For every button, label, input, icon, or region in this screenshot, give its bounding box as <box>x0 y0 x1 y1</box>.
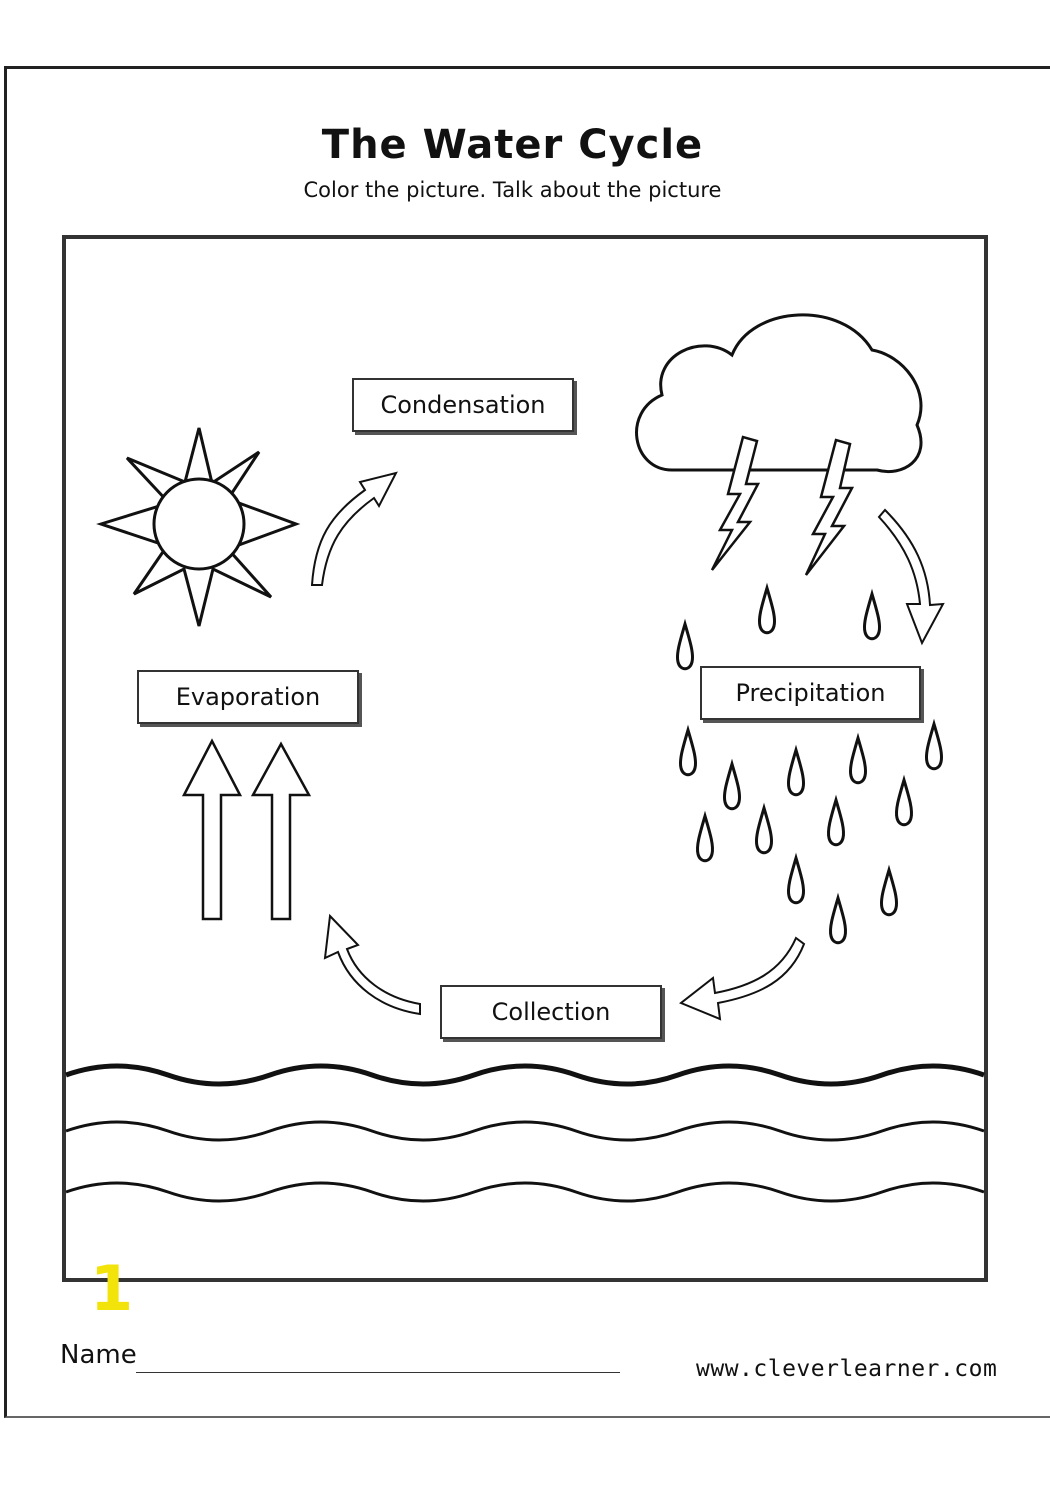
raindrop-icon <box>849 732 867 785</box>
raindrop-icon <box>758 582 776 635</box>
raindrops <box>676 582 943 945</box>
arrow-to-evaporation-icon <box>323 913 421 1016</box>
raindrop-icon <box>925 718 943 771</box>
page-number-mark: 1 <box>90 1252 134 1325</box>
raindrop-icon <box>723 758 741 811</box>
page-title: The Water Cycle <box>321 122 704 168</box>
arrow-to-precipitation-icon <box>877 508 945 646</box>
wave-line <box>65 1181 985 1203</box>
sun-icon <box>96 427 301 627</box>
raindrop-icon <box>895 774 913 827</box>
raindrop-icon <box>829 892 847 945</box>
arrow-to-collection-icon <box>679 936 806 1021</box>
lightning-bolt-icon <box>804 438 855 576</box>
label-evaporation: Evaporation <box>137 670 359 724</box>
label-collection: Collection <box>440 985 662 1039</box>
raindrop-icon <box>679 724 697 777</box>
water-waves <box>65 1063 985 1203</box>
evaporation-up-arrow-icon <box>250 741 312 921</box>
website-url: www.cleverlearner.com <box>696 1356 998 1382</box>
label-condensation: Condensation <box>352 378 574 432</box>
label-precipitation: Precipitation <box>700 666 921 720</box>
wave-line <box>65 1063 985 1087</box>
cloud-icon <box>635 313 923 473</box>
name-write-line <box>136 1372 620 1373</box>
wave-line <box>65 1120 985 1142</box>
raindrop-icon <box>787 744 805 797</box>
raindrop-icon <box>676 618 694 671</box>
arrow-to-condensation-icon <box>310 471 398 586</box>
lightning-bolt-icon <box>710 435 761 571</box>
raindrop-icon <box>827 794 845 847</box>
raindrop-icon <box>787 852 805 905</box>
name-label: Name <box>60 1340 137 1370</box>
picture-frame <box>62 235 988 1282</box>
evaporation-up-arrow-icon <box>181 738 243 921</box>
raindrop-icon <box>880 864 898 917</box>
page-border <box>4 66 1050 1418</box>
raindrop-icon <box>755 802 773 855</box>
raindrop-icon <box>863 588 881 641</box>
raindrop-icon <box>696 810 714 863</box>
page-subtitle: Color the picture. Talk about the pictur… <box>303 178 722 202</box>
